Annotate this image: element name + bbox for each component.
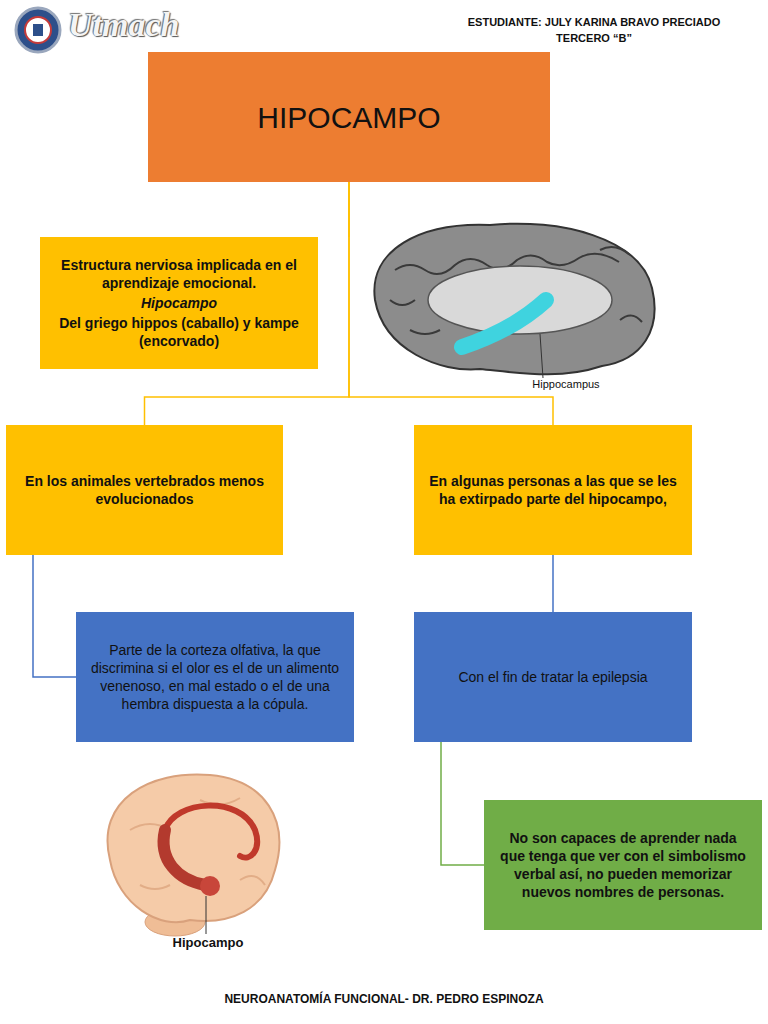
outcome-box: No son capaces de aprender nada que teng… bbox=[484, 800, 762, 930]
node-text: No son capaces de aprender nada que teng… bbox=[496, 829, 750, 902]
connector-line bbox=[552, 555, 554, 612]
logo-wordmark: Utmach bbox=[68, 6, 208, 44]
node-text: En los animales vertebrados menos evoluc… bbox=[18, 472, 271, 508]
node-text: HIPOCAMPO bbox=[257, 98, 440, 137]
branch-box: En algunas personas a las que se les ha … bbox=[414, 425, 692, 555]
logo-inner bbox=[25, 17, 51, 43]
connector-line bbox=[33, 555, 76, 677]
node-subtext: Hipocampo bbox=[141, 294, 217, 312]
node-text: Estructura nerviosa implicada en el apre… bbox=[52, 256, 306, 292]
brain-outline bbox=[108, 774, 280, 922]
branch-box: En los animales vertebrados menos evoluc… bbox=[6, 425, 283, 555]
connector-line bbox=[349, 182, 553, 425]
course-group: TERCERO “B” bbox=[444, 32, 744, 44]
leader-line bbox=[540, 334, 543, 378]
logo-seal bbox=[16, 8, 60, 52]
definition-box: Estructura nerviosa implicada en el apre… bbox=[40, 237, 318, 369]
hippocampus-head bbox=[200, 876, 220, 896]
detail-box: Con el fin de tratar la epilepsia bbox=[414, 612, 692, 742]
brain-medial-view bbox=[374, 224, 654, 378]
brain-gyri bbox=[130, 798, 265, 889]
node-text: Con el fin de tratar la epilepsia bbox=[458, 668, 647, 686]
node-subtext: Del griego hippos (caballo) y kampe (enc… bbox=[52, 314, 306, 350]
brain-outline bbox=[374, 224, 654, 375]
connector-line bbox=[348, 182, 350, 237]
figure-label: Hippocampus bbox=[516, 378, 616, 390]
brain-3d-view bbox=[108, 774, 280, 936]
university-logo bbox=[16, 8, 60, 52]
node-text: Parte de la corteza olfativa, la que dis… bbox=[88, 641, 342, 714]
detail-box: Parte de la corteza olfativa, la que dis… bbox=[76, 612, 354, 742]
node-text: En algunas personas a las que se les ha … bbox=[426, 472, 680, 508]
student-name: ESTUDIANTE: JULY KARINA BRAVO PRECIADO bbox=[444, 16, 744, 28]
hippocampus-highlight bbox=[462, 300, 546, 347]
connector-line bbox=[441, 742, 484, 865]
logo-emblem bbox=[33, 24, 43, 36]
hippocampus-highlight bbox=[164, 830, 205, 885]
leader-line bbox=[206, 896, 207, 934]
figure-label: Hipocampo bbox=[148, 935, 268, 950]
footer-text: NEUROANATOMÍA FUNCIONAL- DR. PEDRO ESPIN… bbox=[134, 992, 634, 1006]
fornix bbox=[165, 806, 257, 858]
title-box: HIPOCAMPO bbox=[148, 52, 550, 182]
